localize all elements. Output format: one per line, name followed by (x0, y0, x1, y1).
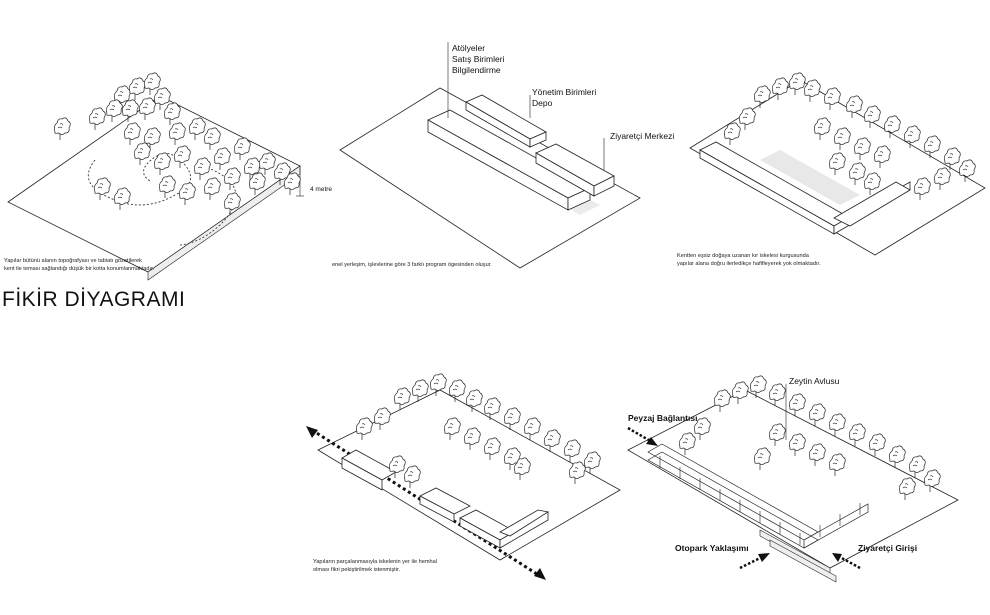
arrow-otopark (739, 553, 770, 570)
label-atolyeler: Atölyeler (452, 43, 485, 53)
label-yonetim: Yönetim Birimleri (532, 87, 596, 97)
panel1-caption-line2: kent ile teması sağlandığı düşük bir kot… (4, 266, 155, 272)
frame-structure (647, 443, 869, 583)
site-plate-2 (339, 87, 641, 269)
arrow-giris (832, 553, 861, 570)
site-plate-5 (627, 389, 959, 569)
height-label: 4 metre (310, 186, 332, 193)
label-peyzaj: Peyzaj Bağlantısı (628, 413, 697, 423)
arrow-peyzaj (627, 426, 658, 446)
fragment-blocks (341, 449, 550, 549)
panel-fragmentation: Yapıların parçalanmasıyla iskelenin yer … (306, 373, 621, 580)
label-otopark: Otopark Yaklaşımı (675, 543, 749, 553)
panel4-caption-line1: Yapıların parçalanmasıyla iskelenin yer … (313, 559, 437, 565)
label-zeytin: Zeytin Avlusu (789, 376, 840, 386)
pier-structure (699, 141, 911, 235)
panel1-caption-line1: Yapılar bütünü alanın topoğrafyası ve ta… (4, 258, 142, 264)
label-depo: Depo (532, 98, 553, 108)
panel-pier: Kentten eşsiz doğaya uzanan kır iskelesi… (677, 72, 986, 267)
block-ziyaretci (535, 143, 615, 197)
block-yonetim (465, 94, 547, 148)
label-bilgi: Bilgilendirme (452, 65, 501, 75)
contour-path (87, 152, 192, 206)
label-satis: Satış Birimleri (452, 54, 505, 64)
panel-program: Atölyeler Satış Birimleri Bilgilendirme … (332, 42, 674, 269)
label-giris: Ziyaretçi Girişi (858, 543, 917, 553)
panel4-caption-line2: olması fikri pekiştirilmek istenmiştir. (313, 567, 400, 573)
panel-final: Zeytin Avlusu Peyzaj Bağlantısı Otopark … (627, 375, 959, 583)
panel3-caption-line1: Kentten eşsiz doğaya uzanan kır iskelesi… (677, 253, 810, 259)
page-title: FİKİR DİYAGRAMI (2, 288, 185, 311)
panel3-caption-line2: yapılar alana doğru ilerledikçe hafifley… (677, 261, 821, 267)
label-ziyaretci: Ziyaretçi Merkezi (610, 131, 674, 141)
panel-topography: 4 metre Yapılar bütünü alanın topoğrafya… (4, 72, 332, 281)
panel2-caption: enel yerleşim, işlevlerine göre 3 farklı… (332, 262, 492, 268)
